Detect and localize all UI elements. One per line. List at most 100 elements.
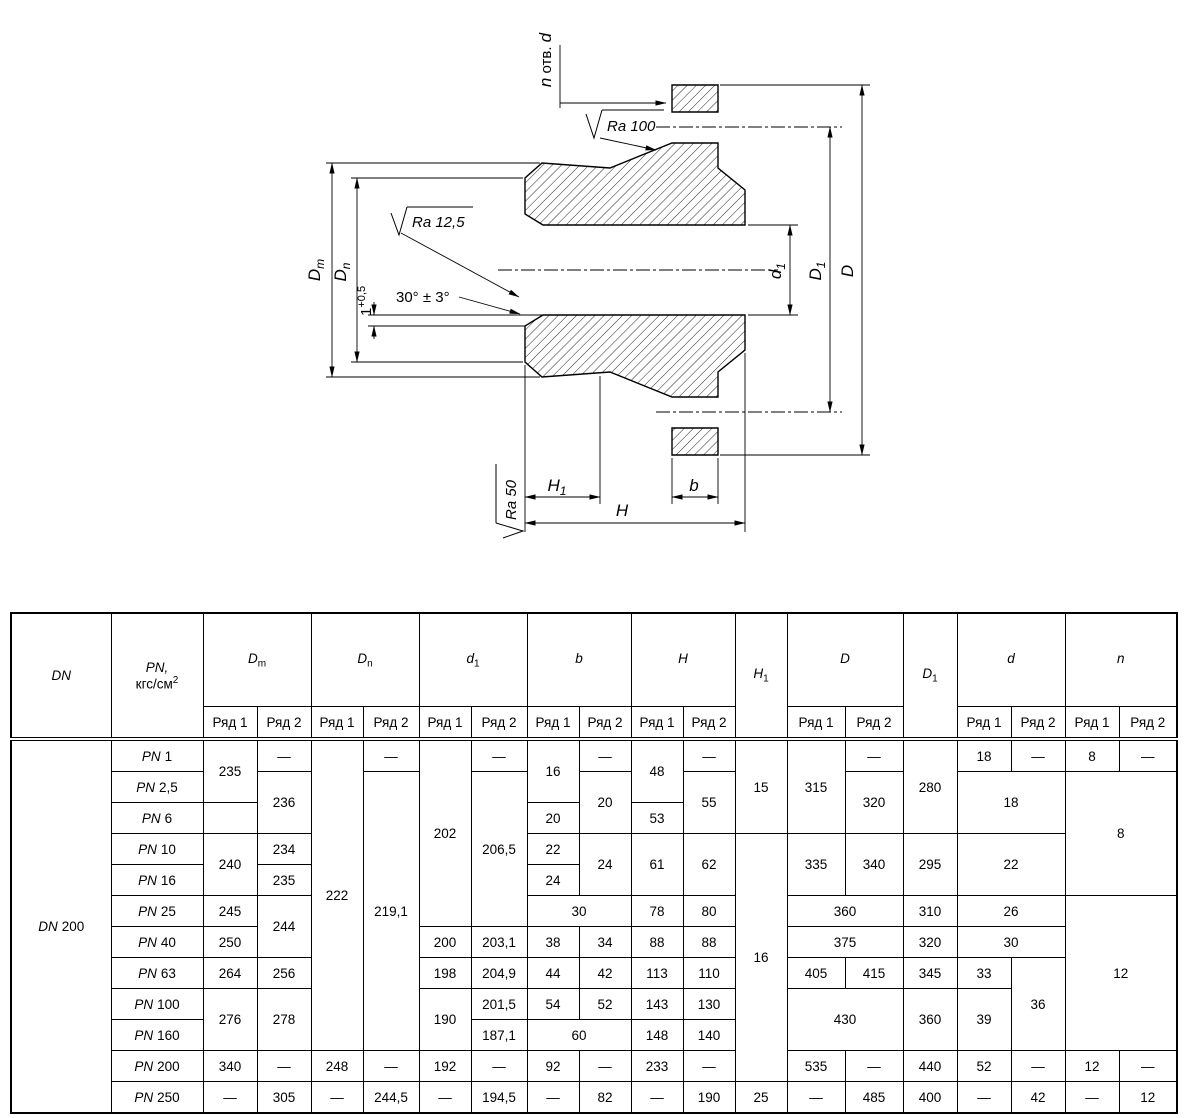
table-cell: 203,1 [470,926,528,958]
table-cell: 190 [418,988,472,1051]
flange-drawing: n отв. d Ra 100 Ra 12,5 Ra 50 30° ± 3° 1… [305,32,870,539]
table-cell: 340 [844,833,904,896]
table-cell: — [1118,737,1178,772]
col-header-D1: D1 [902,612,958,740]
table-cell: 236 [256,771,312,834]
table-cell: — [844,1050,904,1082]
table-cell: 375 [786,926,904,958]
table-cell: — [682,737,736,772]
table-cell: 202 [418,737,472,927]
table-cell: — [1010,1050,1066,1082]
table-cell: 80 [682,895,736,927]
centerlines [498,126,842,413]
table-cell: — [202,1081,258,1114]
table-cell: — [682,1050,736,1082]
table-cell: 140 [682,1019,736,1051]
table-cell: — [310,1081,364,1114]
col-header-H: H [630,612,736,707]
table-cell: 360 [786,895,904,927]
subheader-row2: Ряд 2 [1010,706,1066,740]
table-cell: 12 [1064,1050,1120,1082]
table-cell: — [362,1050,420,1082]
table-cell: 244,5 [362,1081,420,1114]
table-cell: 110 [682,957,736,989]
table-cell: 276 [202,988,258,1051]
table-cell: — [1064,1081,1120,1114]
table-cell: 52 [956,1050,1012,1082]
table-cell: 39 [956,988,1012,1051]
table-cell: 305 [256,1081,312,1114]
table-cell: 235 [256,864,312,896]
table-cell: 61 [630,833,684,896]
flange-body-lower [524,314,746,398]
table-cell: 30 [526,895,632,927]
table-cell: — [578,1050,632,1082]
dim-label-D1: D1 [806,262,828,281]
table-cell: 42 [1010,1081,1066,1114]
chamfer-dim-label: 1+0,5 [356,286,375,316]
table-cell: 360 [902,988,958,1051]
col-header-d: d [956,612,1066,707]
table-cell: 78 [630,895,684,927]
col-header-dn: DN [10,612,112,740]
table-cell: 485 [844,1081,904,1114]
table-cell: 54 [526,988,580,1020]
ra100-check-icon [585,109,603,140]
table-cell: 280 [902,737,958,834]
table-cell: 256 [256,957,312,989]
table-cell: 25 [734,1081,788,1114]
table-cell: 130 [682,988,736,1020]
table-cell: 143 [630,988,684,1020]
table-cell: 340 [202,1050,258,1082]
table-cell: 335 [786,833,846,896]
table-cell: 15 [734,737,788,834]
table-cell: 30 [956,926,1066,958]
dim-label-b: b [689,476,698,495]
table-cell: 36 [1010,957,1066,1051]
table-cell: 233 [630,1050,684,1082]
table-cell: 310 [902,895,958,927]
table-cell: 200 [418,926,472,958]
table-cell: 219,1 [362,771,420,1051]
dim-label-dm: Dm [305,259,327,281]
table-cell: 92 [526,1050,580,1082]
subheader-row1: Ряд 1 [418,706,472,740]
table-cell: 52 [578,988,632,1020]
table-cell: 240 [202,833,258,896]
ra125-check-icon [390,206,408,237]
table-cell: 295 [902,833,958,896]
table-cell: — [526,1081,580,1114]
table-cell: 48 [630,737,684,803]
col-header-pn: PN,кгс/см2 [110,612,204,740]
table-cell: 26 [956,895,1066,927]
table-cell: 248 [310,1050,364,1082]
table-cell: 60 [526,1019,632,1051]
flange-body-upper [524,142,746,226]
dim-label-D: D [838,265,857,277]
table-cell: 16 [526,737,580,803]
dimension-lines [329,84,865,526]
dim-label-dn: Dn [331,262,353,281]
table-cell: 22 [526,833,580,865]
table-cell: — [1010,737,1066,772]
flange-section [524,84,746,456]
table-cell: 245 [202,895,258,927]
table-cell: 320 [844,771,904,834]
table-cell: 8 [1064,737,1120,772]
table-cell: 148 [630,1019,684,1051]
table-cell: 222 [310,737,364,1051]
col-header-n: n [1064,612,1178,707]
